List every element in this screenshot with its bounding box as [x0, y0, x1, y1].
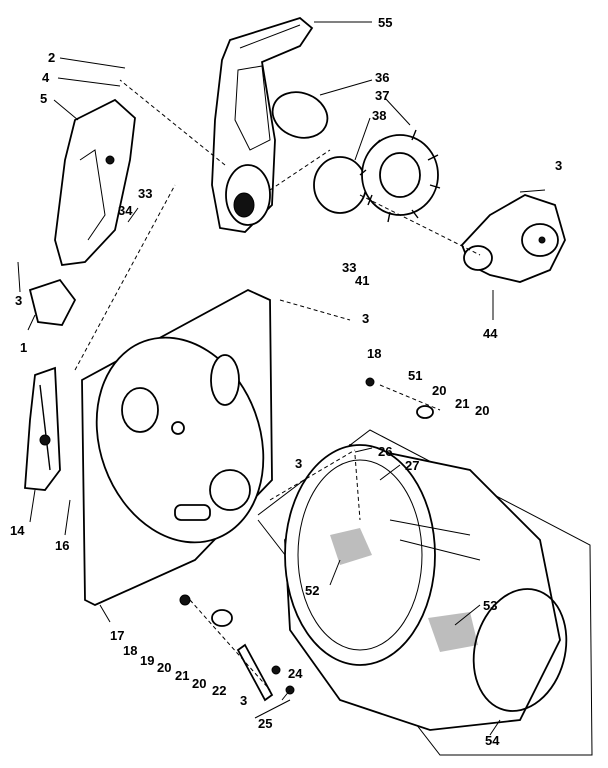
- callout-55: 55: [378, 15, 392, 30]
- callout-25: 25: [258, 716, 272, 731]
- rear-duct-part-55: [211, 16, 314, 233]
- callout-33-center: 33: [342, 260, 356, 275]
- callout-18-right: 18: [367, 346, 381, 361]
- callout-52: 52: [305, 583, 319, 598]
- callout-20-right-top: 20: [432, 383, 446, 398]
- callout-20-bottom-b: 20: [192, 676, 206, 691]
- callout-17: 17: [110, 628, 124, 643]
- callout-24: 24: [288, 666, 303, 681]
- seal-part-38: [313, 156, 367, 214]
- callout-2: 2: [48, 50, 55, 65]
- callout-21-right: 21: [455, 396, 469, 411]
- roller-shaft-assembly: [179, 377, 434, 702]
- leader-lines: [17, 21, 546, 736]
- drum-seal-part-54: [472, 588, 568, 712]
- callout-38: 38: [372, 108, 386, 123]
- callout-27: 27: [405, 458, 419, 473]
- callout-19: 19: [140, 653, 154, 668]
- callout-18-bottom: 18: [123, 643, 137, 658]
- callout-51: 51: [408, 368, 422, 383]
- callout-26: 26: [378, 444, 392, 459]
- callout-20-bottom-a: 20: [157, 660, 171, 675]
- callout-44: 44: [483, 326, 498, 341]
- callout-16: 16: [55, 538, 69, 553]
- bearing-bracket-part-5: [54, 98, 136, 266]
- callout-22: 22: [212, 683, 226, 698]
- gasket-part-36: [271, 91, 329, 139]
- callout-41: 41: [355, 273, 369, 288]
- drum-part-25: [284, 443, 561, 731]
- bracket-part-1: [28, 278, 77, 326]
- callout-3-center: 3: [362, 311, 369, 326]
- callout-20-right-bottom: 20: [475, 403, 489, 418]
- callout-3-mid-right: 3: [295, 456, 302, 471]
- callout-3-bottom: 3: [240, 693, 247, 708]
- callout-21-bottom: 21: [175, 668, 189, 683]
- callout-14: 14: [10, 523, 25, 538]
- callout-37: 37: [375, 88, 389, 103]
- callout-4: 4: [42, 70, 50, 85]
- front-bulkhead-panel-part-17: [81, 288, 273, 606]
- callout-33-left: 33: [138, 186, 152, 201]
- callout-34: 34: [118, 203, 133, 218]
- callout-54: 54: [485, 733, 500, 748]
- callout-5: 5: [40, 91, 47, 106]
- blower-housing-part-44: [460, 194, 566, 283]
- callout-3-upper-right: 3: [555, 158, 562, 173]
- blower-wheel-part-37: [359, 129, 441, 223]
- switch-assembly-part-14: [24, 366, 61, 491]
- callout-3-left: 3: [15, 293, 22, 308]
- callout-1: 1: [20, 340, 27, 355]
- callout-36: 36: [375, 70, 389, 85]
- callout-53: 53: [483, 598, 497, 613]
